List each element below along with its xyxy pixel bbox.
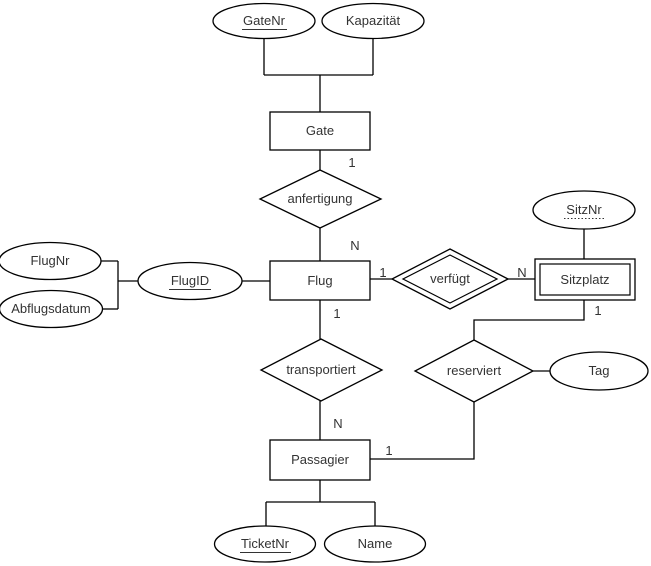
attribute-ticketnr: TicketNr xyxy=(213,525,317,563)
cardinality-verfuegt-sitzplatz: N xyxy=(517,265,526,280)
relationship-reserviert-label: reserviert xyxy=(447,363,502,378)
entity-flug: Flug xyxy=(269,260,371,301)
attribute-gatenr: GateNr xyxy=(212,2,316,40)
cardinality-anfertigung-flug: N xyxy=(350,238,359,253)
attribute-sitznr-label: SitzNr xyxy=(566,202,602,217)
attribute-tag-label: Tag xyxy=(589,363,610,378)
attribute-kapazitaet-label: Kapazität xyxy=(346,13,401,28)
relationship-verfuegt-identifying: verfügt xyxy=(390,248,510,310)
connector-reserviert-passagier xyxy=(370,402,475,460)
attribute-tag: Tag xyxy=(549,351,649,391)
attribute-name: Name xyxy=(323,525,427,563)
entity-gate: Gate xyxy=(269,111,371,151)
relationship-verfuegt-label: verfügt xyxy=(430,271,470,286)
attribute-flugnr: FlugNr xyxy=(0,241,102,281)
cardinality-sitzplatz-reserviert: 1 xyxy=(594,303,601,318)
relationship-anfertigung-label: anfertigung xyxy=(287,191,352,206)
entity-gate-label: Gate xyxy=(306,123,334,138)
attribute-flugnr-label: FlugNr xyxy=(30,253,70,268)
cardinality-labels: 1 N 1 N 1 N 1 1 xyxy=(333,155,601,458)
cardinality-flug-transportiert: 1 xyxy=(333,306,340,321)
relationship-reserviert: reserviert xyxy=(413,339,535,403)
attribute-abflugsdatum: Abflugsdatum xyxy=(0,289,104,329)
entity-flug-label: Flug xyxy=(307,273,332,288)
entity-sitzplatz-label: Sitzplatz xyxy=(560,272,609,287)
cardinality-gate-anfertigung: 1 xyxy=(348,155,355,170)
cardinality-transportiert-passagier: N xyxy=(333,416,342,431)
attribute-ticketnr-label: TicketNr xyxy=(241,536,290,551)
entity-sitzplatz-weak: Sitzplatz xyxy=(534,258,636,301)
attribute-gatenr-label: GateNr xyxy=(243,13,286,28)
relationship-transportiert-label: transportiert xyxy=(286,362,356,377)
attribute-sitznr: SitzNr xyxy=(532,190,636,230)
cardinality-flug-verfuegt: 1 xyxy=(379,265,386,280)
attribute-abflugsdatum-label: Abflugsdatum xyxy=(11,301,91,316)
cardinality-passagier-reserviert: 1 xyxy=(385,443,392,458)
attribute-kapazitaet: Kapazität xyxy=(321,2,425,40)
relationship-anfertigung: anfertigung xyxy=(258,169,383,229)
relationship-transportiert: transportiert xyxy=(259,338,384,402)
entity-passagier-label: Passagier xyxy=(291,452,349,467)
attribute-flugid-label: FlugID xyxy=(171,273,209,288)
connectors xyxy=(101,38,585,526)
entity-passagier: Passagier xyxy=(269,439,371,481)
attribute-name-label: Name xyxy=(358,536,393,551)
attribute-flugid: FlugID xyxy=(137,261,243,301)
connector-sitzplatz-reserviert xyxy=(473,300,585,340)
